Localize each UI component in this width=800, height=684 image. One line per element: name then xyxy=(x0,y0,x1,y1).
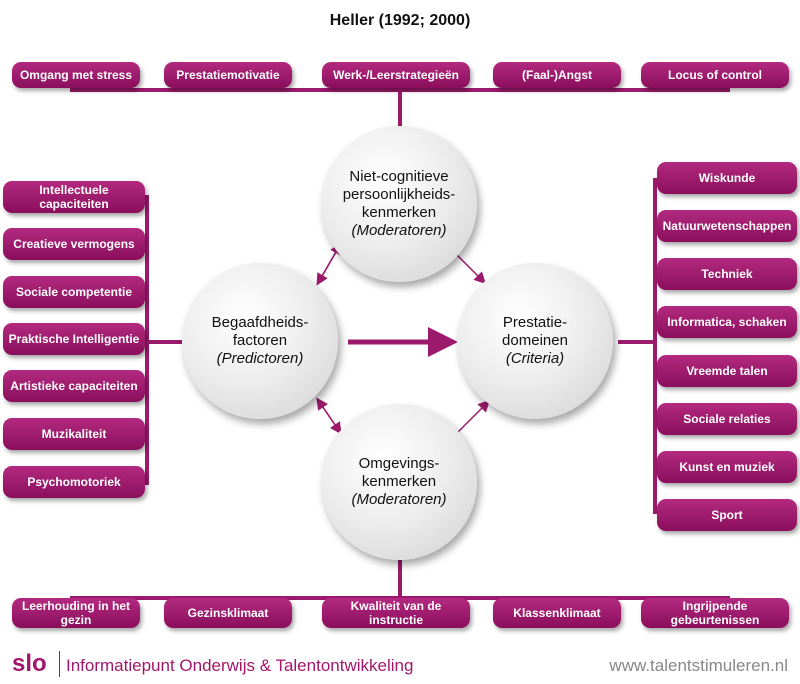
right-box: Sport xyxy=(657,499,797,531)
right-box: Informatica, schaken xyxy=(657,306,797,338)
bottom-right-arrow xyxy=(457,399,491,433)
left-box: Praktische Intelligentie xyxy=(3,323,145,355)
right-box: Wiskunde xyxy=(657,162,797,194)
bottom-box: Kwaliteit van de instructie xyxy=(322,598,470,628)
circle-label: Omgevings- xyxy=(358,455,440,472)
top-box: Prestatiemotivatie xyxy=(164,62,292,88)
circle-non-cognitive: Niet-cognitieve persoonlijkheids- kenmer… xyxy=(321,126,477,282)
circle-label: persoonlijkheids- xyxy=(342,186,456,203)
top-box: Omgang met stress xyxy=(12,62,140,88)
bottom-box: Ingrijpende gebeurtenissen xyxy=(641,598,789,628)
circle-criteria: Prestatie- domeinen (Criteria) xyxy=(457,263,613,419)
top-box: Locus of control xyxy=(641,62,789,88)
top-right-arrow xyxy=(454,252,487,285)
bottom-left-arrow-back xyxy=(316,397,341,433)
circle-label: kenmerken xyxy=(361,473,437,490)
bottom-stem xyxy=(398,560,402,598)
circle-note: (Predictoren) xyxy=(216,350,304,367)
circle-label: Begaafdheids- xyxy=(211,314,309,331)
right-box: Kunst en muziek xyxy=(657,451,797,483)
circle-label: kenmerken xyxy=(361,204,437,221)
circle-predictors: Begaafdheids- factoren (Predictoren) xyxy=(182,263,338,419)
left-box: Muzikaliteit xyxy=(3,418,145,450)
left-box: Intellectuele capaciteiten xyxy=(3,181,145,213)
circle-label: Niet-cognitieve xyxy=(349,168,449,185)
top-box: Werk-/Leerstrategieën xyxy=(322,62,470,88)
left-box: Sociale competentie xyxy=(3,276,145,308)
circle-label: factoren xyxy=(232,332,288,349)
bottom-box: Klassenklimaat xyxy=(493,598,621,628)
left-stem xyxy=(147,340,182,344)
circle-label: Prestatie- xyxy=(502,314,568,331)
footer-organization: Informatiepunt Onderwijs & Talentontwikk… xyxy=(66,656,414,675)
footer-divider xyxy=(59,651,60,677)
diagram-title: Heller (1992; 2000) xyxy=(329,12,471,29)
top-box: (Faal-)Angst xyxy=(493,62,621,88)
circle-note: (Moderatoren) xyxy=(351,222,447,239)
circle-label: domeinen xyxy=(502,332,568,349)
right-box: Vreemde talen xyxy=(657,355,797,387)
top-stem xyxy=(398,90,402,130)
circle-environment: Omgevings- kenmerken (Moderatoren) xyxy=(321,404,477,560)
bottom-box: Leerhouding in het gezin xyxy=(12,598,140,628)
footer-url: www.talentstimuleren.nl xyxy=(609,656,788,675)
left-box: Creatieve vermogens xyxy=(3,228,145,260)
left-box: Psychomotoriek xyxy=(3,466,145,498)
left-box: Artistieke capaciteiten xyxy=(3,370,145,402)
slo-logo: slo xyxy=(12,650,47,677)
right-stem xyxy=(618,340,655,344)
circle-note: (Moderatoren) xyxy=(351,491,447,508)
circle-note: (Criteria) xyxy=(505,350,565,367)
right-box: Natuurwetenschappen xyxy=(657,210,797,242)
right-box: Sociale relaties xyxy=(657,403,797,435)
bottom-box: Gezinsklimaat xyxy=(164,598,292,628)
right-bar xyxy=(653,178,657,514)
right-box: Techniek xyxy=(657,258,797,290)
